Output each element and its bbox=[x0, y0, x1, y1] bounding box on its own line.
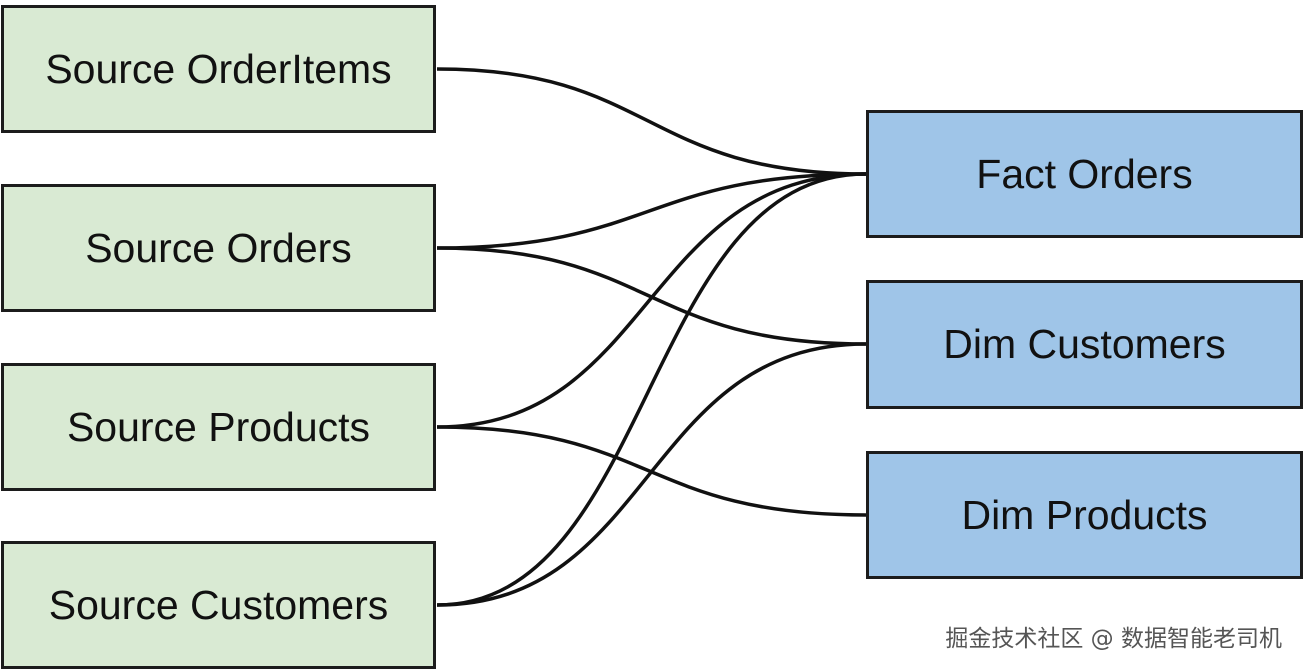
dim-customers-label: Dim Customers bbox=[943, 321, 1226, 367]
connector-orderitems-to-fact-orders bbox=[436, 67, 867, 176]
source-orderitems-box: Source OrderItems bbox=[1, 5, 436, 133]
connector-customers-to-dim-customers bbox=[436, 342, 867, 607]
fact-orders-label: Fact Orders bbox=[976, 150, 1193, 197]
source-products-box: Source Products bbox=[1, 363, 436, 491]
dim-products-label: Dim Products bbox=[961, 491, 1208, 538]
connector-products-to-fact-orders bbox=[436, 172, 867, 429]
source-orders-box: Source Orders bbox=[1, 184, 436, 312]
connector-orders-to-fact-orders bbox=[436, 172, 867, 250]
connector-products-to-dim-products bbox=[436, 425, 867, 517]
source-customers-label: Source Customers bbox=[48, 581, 389, 628]
source-customers-box: Source Customers bbox=[1, 541, 436, 669]
connector-orders-to-dim-customers bbox=[436, 246, 867, 346]
connector-customers-to-fact-orders bbox=[436, 172, 867, 607]
watermark-text: 掘金技术社区 @ 数据智能老司机 bbox=[945, 626, 1282, 652]
source-products-label: Source Products bbox=[66, 403, 371, 450]
source-orders-label: Source Orders bbox=[85, 224, 352, 271]
source-orderitems-label: Source OrderItems bbox=[45, 45, 392, 92]
dim-customers-box: Dim Customers bbox=[866, 280, 1303, 409]
dim-products-box: Dim Products bbox=[866, 451, 1303, 579]
fact-orders-box: Fact Orders bbox=[866, 110, 1303, 238]
